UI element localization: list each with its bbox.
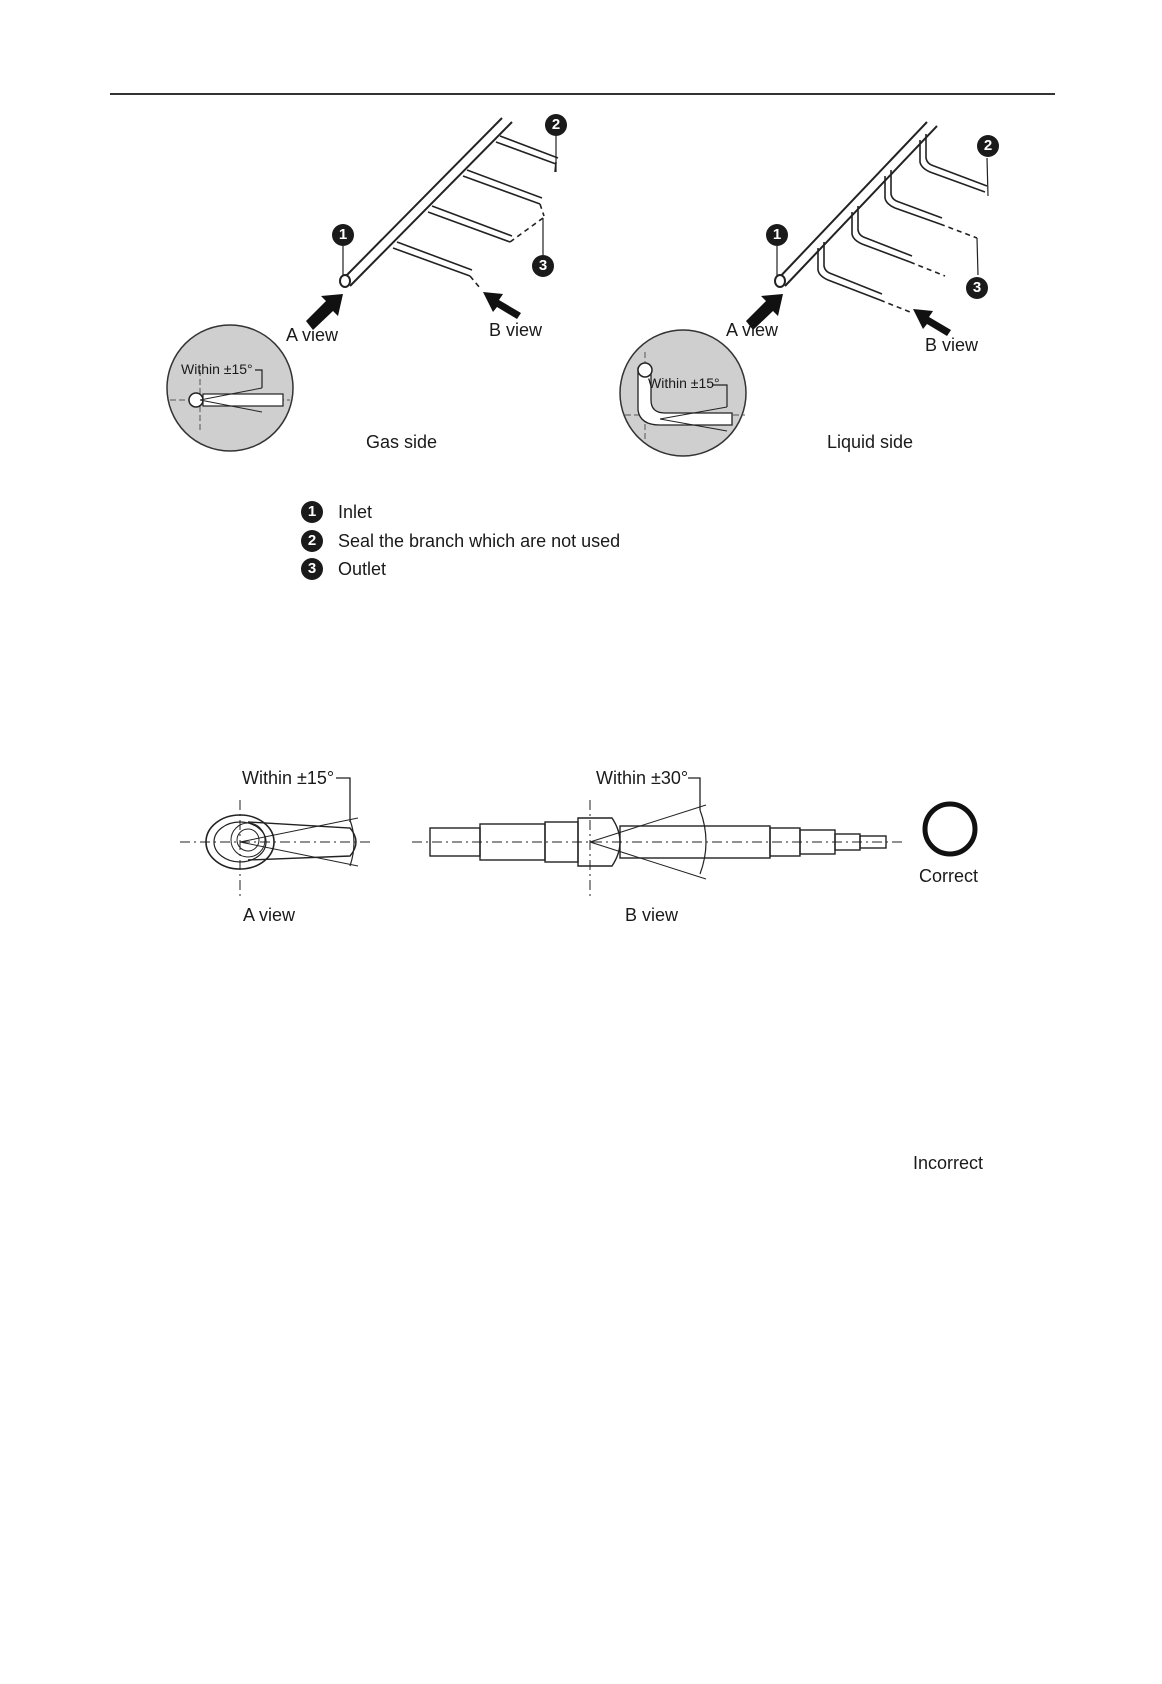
figure-2-drawing [0,0,1162,950]
incorrect-label: Incorrect [913,1154,983,1172]
a-view-end-drawing [180,778,370,900]
b-view-side-drawing [412,778,902,900]
a-view-angle-label: Within ±15° [242,769,334,787]
b-view-caption: B view [625,906,678,924]
a-view-caption: A view [243,906,295,924]
b-view-angle-label: Within ±30° [596,769,688,787]
correct-mark-icon [925,804,975,854]
correct-label: Correct [919,867,978,885]
